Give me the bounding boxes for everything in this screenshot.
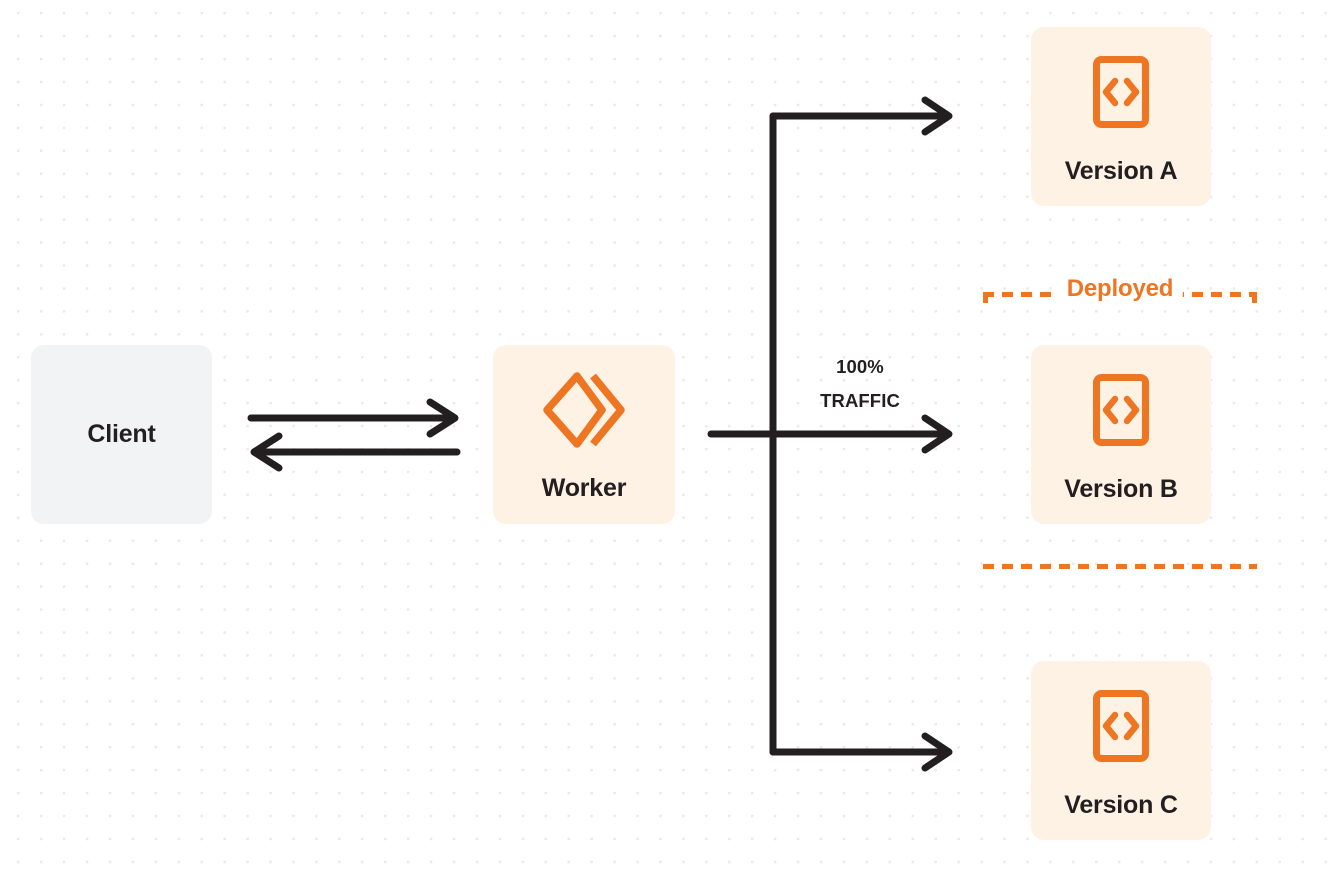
- group-deployed: Deployed: [983, 277, 1257, 569]
- traffic-label: 100% TRAFFIC: [790, 350, 930, 417]
- code-file-icon: [1091, 372, 1151, 453]
- traffic-unit: TRAFFIC: [820, 389, 900, 411]
- group-deployed-label: Deployed: [1056, 277, 1184, 301]
- node-version-c[interactable]: Version C: [1031, 661, 1211, 840]
- traffic-trunk: [707, 112, 944, 756]
- node-worker[interactable]: Worker: [493, 345, 675, 524]
- deployed-border-left: [983, 292, 988, 569]
- arrow-to-version-c: [769, 732, 953, 772]
- node-version-a[interactable]: Version A: [1031, 27, 1211, 206]
- arrow-to-version-a: [769, 96, 953, 136]
- node-version-b-label: Version B: [1064, 474, 1178, 503]
- arrow-worker-to-client: [250, 432, 461, 472]
- deployed-border-bottom: [983, 564, 1257, 569]
- node-version-b[interactable]: Version B: [1031, 345, 1211, 524]
- node-worker-label: Worker: [541, 473, 627, 502]
- deployed-border-right: [1252, 292, 1257, 569]
- code-file-icon: [1091, 688, 1151, 769]
- node-version-c-label: Version C: [1064, 790, 1178, 819]
- cloudflare-workers-logo-icon: [541, 371, 627, 454]
- arrow-client-to-worker: [247, 398, 459, 438]
- node-client-label: Client: [87, 420, 156, 448]
- arrow-to-version-b: [921, 414, 953, 454]
- traffic-percent: 100%: [836, 356, 884, 377]
- node-version-a-label: Version A: [1064, 156, 1178, 185]
- node-client[interactable]: Client: [31, 345, 212, 524]
- code-file-icon: [1091, 54, 1151, 135]
